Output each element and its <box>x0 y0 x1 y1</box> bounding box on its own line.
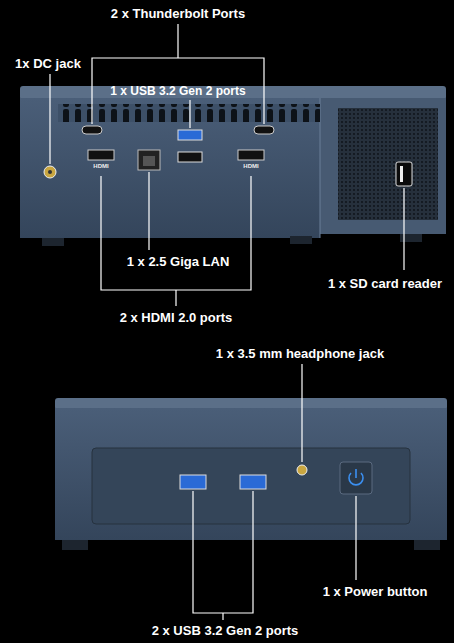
callout-label: 1 x 2.5 Giga LAN <box>127 254 230 270</box>
callout-label: 1 x SD card reader <box>328 276 442 292</box>
callout-label: 2 x USB 3.2 Gen 2 ports <box>152 623 299 639</box>
callout-label: 1 x Power button <box>323 584 428 600</box>
callout-label: 1 x USB 3.2 Gen 2 ports <box>110 83 245 99</box>
port-marking: HDMI <box>93 163 108 170</box>
port-marking: HDMI <box>243 163 258 170</box>
callout-label: 1 x 3.5 mm headphone jack <box>216 346 384 362</box>
front-device <box>55 398 447 550</box>
callout-label: 1x DC jack <box>15 56 81 72</box>
callout-label: 2 x Thunderbolt Ports <box>111 6 245 22</box>
rear-device <box>20 86 446 246</box>
callout-label: 2 x HDMI 2.0 ports <box>120 310 233 326</box>
leader-lines <box>50 24 404 620</box>
